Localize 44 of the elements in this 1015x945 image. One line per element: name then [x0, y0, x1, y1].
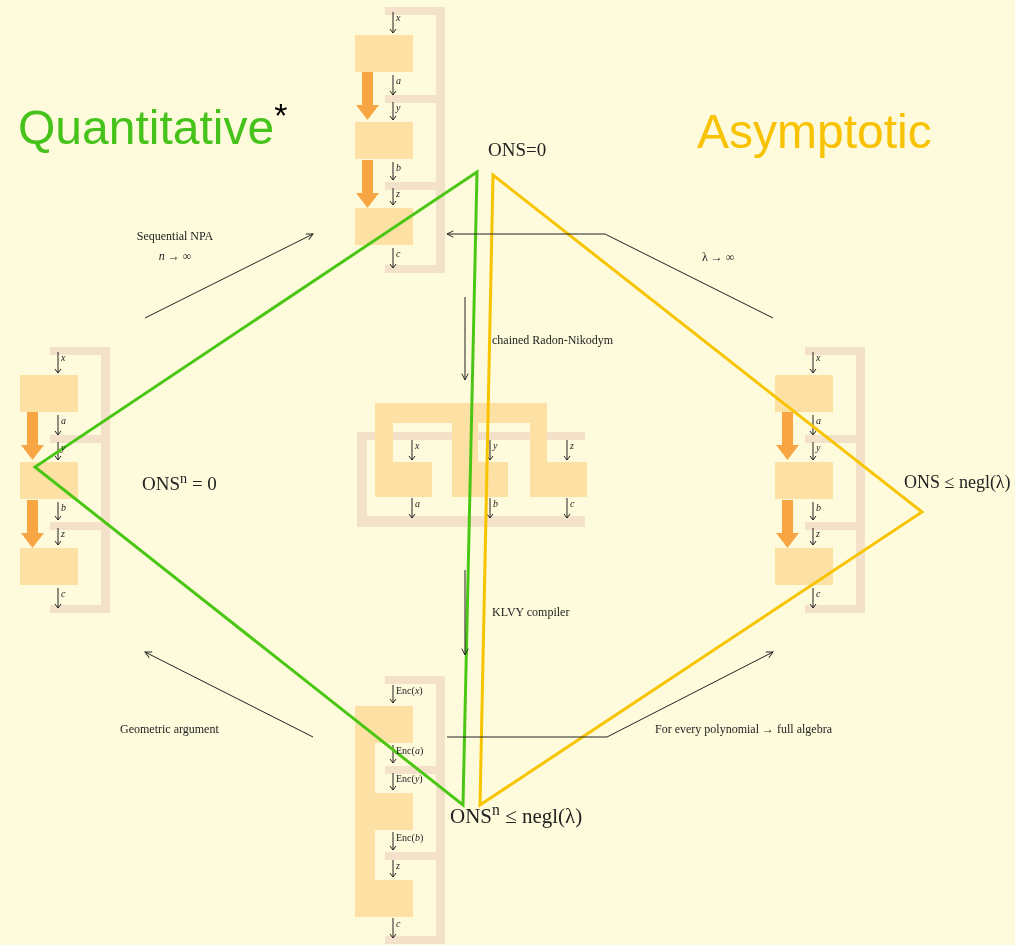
wire-label: x — [415, 441, 420, 451]
wire-label: c — [396, 919, 401, 929]
circuit-drawing — [355, 676, 447, 945]
condition-label: ONS$^{n}$ ≤ negl(λ) — [450, 803, 583, 830]
arrow — [144, 233, 314, 319]
wire-label: x — [396, 13, 401, 23]
wire-label: x — [816, 353, 821, 363]
heading: Asymptotic — [697, 104, 932, 160]
wire-label: c — [816, 589, 821, 599]
circuit-drawing — [355, 400, 587, 528]
wire-label: a — [816, 416, 821, 426]
wire-label: b — [816, 503, 821, 513]
wire-label: a — [396, 76, 401, 86]
circuit-drawing — [20, 345, 112, 613]
condition-label: ONS$^{n}$ = 0 — [142, 472, 217, 496]
wire-label: y — [396, 103, 401, 113]
wire-label: z — [570, 441, 574, 451]
wire-label: y — [493, 441, 498, 451]
heading: Quantitative$^{*}$ — [18, 98, 288, 156]
wire-label: b — [396, 163, 401, 173]
wire-label: Enc(x) — [396, 686, 423, 696]
wire-label: z — [61, 529, 65, 539]
wire-label: c — [396, 249, 401, 259]
wire-label: a — [61, 416, 66, 426]
wire-label: Enc(y) — [396, 774, 423, 784]
condition-label: ONS=0 — [488, 138, 547, 162]
condition-label: ONS ≤ negl(λ) — [904, 471, 1011, 494]
arrow — [446, 651, 774, 738]
wire-label: x — [61, 353, 66, 363]
wire-label: Enc(a) — [396, 746, 424, 756]
wire-label: c — [570, 499, 575, 509]
wire-label: y — [61, 443, 66, 453]
wire-label: Enc(b) — [396, 833, 424, 843]
wire-label: a — [415, 499, 420, 509]
wire-label: z — [396, 189, 400, 199]
circuit-drawing — [775, 345, 867, 613]
circuit-drawing — [355, 5, 447, 273]
wire-label: b — [61, 503, 66, 513]
wire-label: c — [61, 589, 66, 599]
wire-label: z — [396, 861, 400, 871]
wire-label: y — [816, 443, 821, 453]
wire-label: b — [493, 499, 498, 509]
arrow — [144, 651, 314, 738]
wire-label: z — [816, 529, 820, 539]
